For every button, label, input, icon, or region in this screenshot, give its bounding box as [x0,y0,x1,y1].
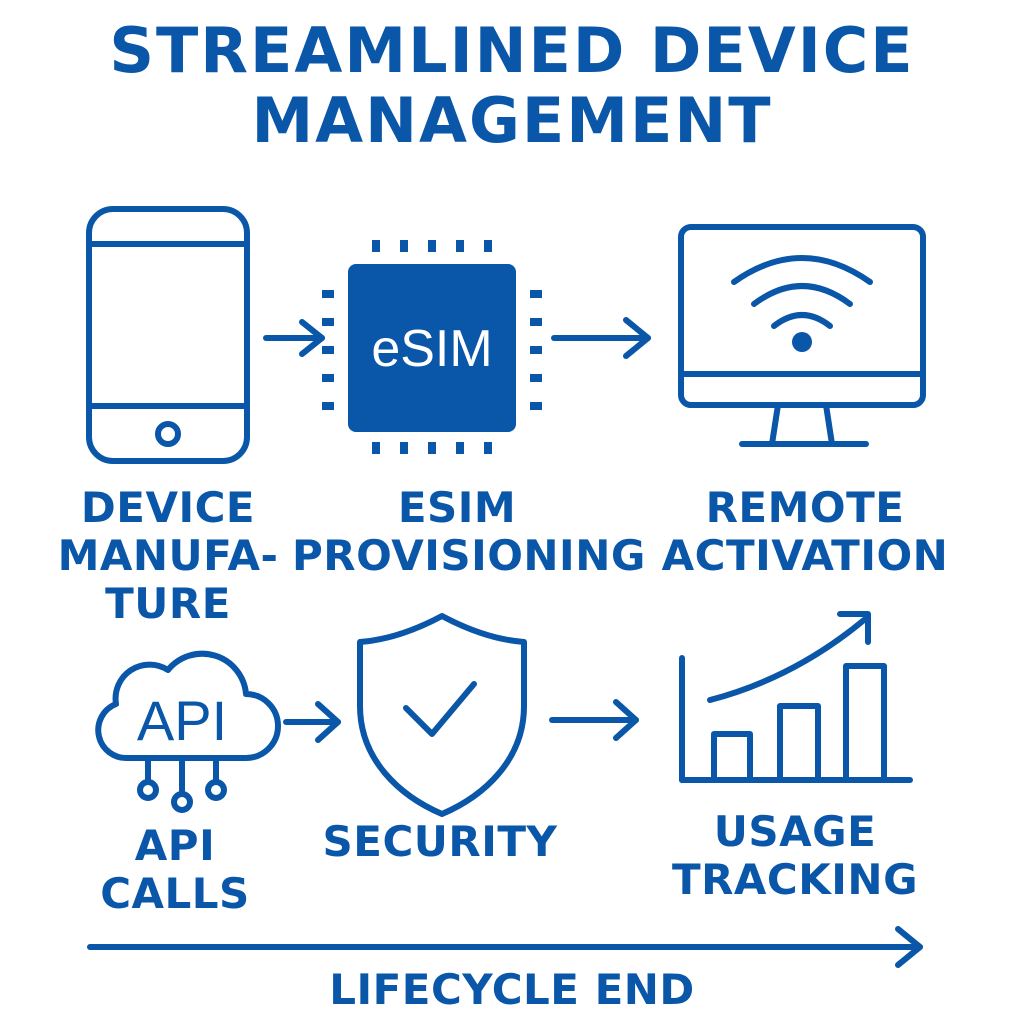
bar-chart-growth-icon [679,611,913,783]
timeline-arrow-icon [87,926,923,968]
arrow-right-icon [263,319,325,357]
page-title-line-1: STREAMLINED DEVICE [109,14,915,87]
api-cloud-icon: API [95,650,281,813]
api-cloud-text: API [137,689,227,752]
shield-check-icon [357,613,527,817]
step-label-security: SECURITY [322,817,558,866]
arrow-right-icon [551,317,651,359]
timeline-label: LIFECYCLE END [329,965,695,1014]
arrow-right-icon [283,701,341,743]
esim-chip-icon: eSIM [322,240,542,454]
monitor-wifi-icon [678,224,926,447]
page-title-line-2: MANAGEMENT [251,84,773,157]
smartphone-icon [86,206,250,464]
arrow-right-icon [549,699,639,741]
esim-chip-text: eSIM [371,320,492,378]
